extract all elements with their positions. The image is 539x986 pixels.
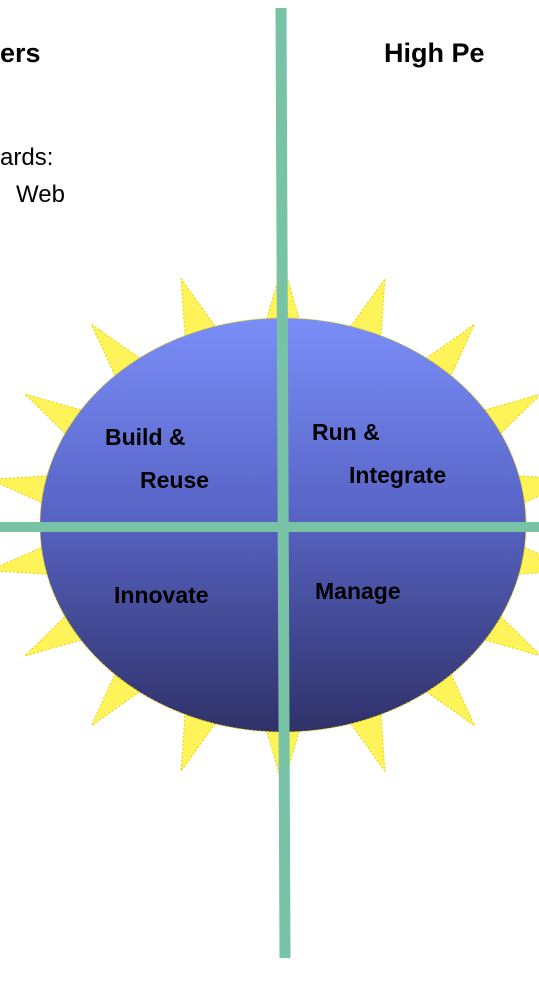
quadrant-build-reuse-line-2: Reuse <box>140 467 209 493</box>
left-panel-heading: ers <box>0 38 41 68</box>
quadrant-run-integrate-line-1: Run & <box>312 419 380 445</box>
quadrant-manage-label: Manage <box>315 578 401 604</box>
left-panel-body-line-1: ards: <box>0 144 54 171</box>
vertical-divider <box>275 7 291 959</box>
quadrant-run-integrate-line-2: Integrate <box>349 462 446 488</box>
quadrant-build-reuse-line-1: Build & <box>105 424 186 450</box>
quadrant-innovate-label: Innovate <box>114 582 209 608</box>
left-panel-body-line-2: Web <box>16 181 65 208</box>
right-panel-heading: High Pe <box>384 38 485 68</box>
